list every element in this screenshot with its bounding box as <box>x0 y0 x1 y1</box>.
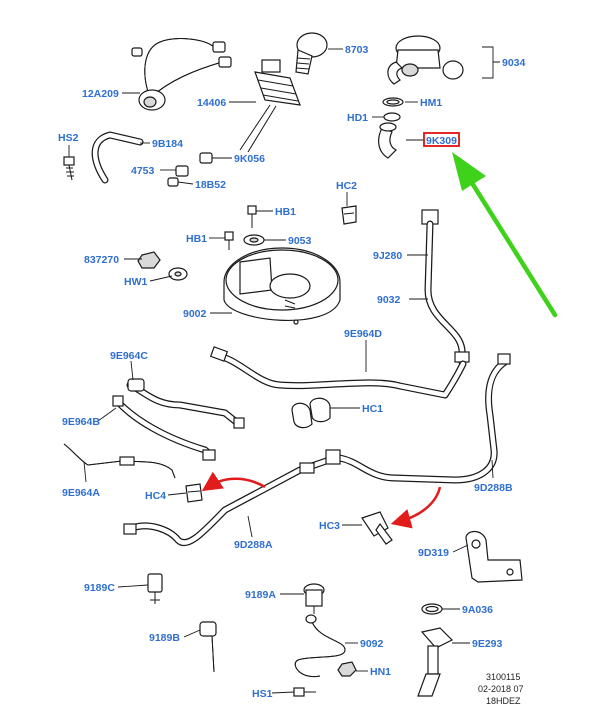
label-9e964d: 9E964D <box>344 328 382 340</box>
part-hc2-clip <box>341 205 357 225</box>
label-hn1: HN1 <box>370 666 391 678</box>
label-hd1: HD1 <box>347 112 368 124</box>
label-9e293: 9E293 <box>472 638 503 650</box>
part-hn1-nut <box>337 661 357 677</box>
red-move-arrow-left <box>201 471 266 492</box>
label-9d288b: 9D288B <box>474 482 513 494</box>
part-hc4-clip <box>185 483 203 503</box>
part-9189b-sensor <box>199 621 217 673</box>
label-hm1: HM1 <box>420 97 442 109</box>
label-837270: 837270 <box>84 254 119 266</box>
part-9e964d-line <box>209 346 467 399</box>
part-9e293-module <box>417 627 454 697</box>
highlight-box-9k309 <box>423 132 460 147</box>
label-hc1: HC1 <box>362 403 383 415</box>
label-9189c: 9189C <box>84 582 115 594</box>
label-9d319: 9D319 <box>418 547 449 559</box>
label-9k056: 9K056 <box>234 153 265 165</box>
part-hm1-ring <box>382 97 404 107</box>
label-9034: 9034 <box>502 57 526 69</box>
label-9002: 9002 <box>183 308 207 320</box>
label-18b52: 18B52 <box>195 179 226 191</box>
part-9d288b-pipe <box>336 353 511 484</box>
label-9092: 9092 <box>360 638 384 650</box>
part-9189c-sensor <box>147 573 163 604</box>
label-hs2: HS2 <box>58 132 79 144</box>
label-14406: 14406 <box>197 97 226 109</box>
label-hc2: HC2 <box>336 180 357 192</box>
part-14406-harness <box>239 59 301 153</box>
reference-line-3: 18HDEZ <box>486 696 521 705</box>
part-837270-nut <box>137 251 161 269</box>
reference-line-2: 02-2018 07 <box>478 684 524 694</box>
part-hc1-clip <box>291 397 331 429</box>
label-hw1: HW1 <box>124 276 147 288</box>
part-9a036-ring <box>421 603 443 615</box>
part-9e964c-hose <box>126 378 245 429</box>
label-4753: 4753 <box>131 165 155 177</box>
label-hc3: HC3 <box>319 520 340 532</box>
leader-lines <box>68 46 500 694</box>
label-9j280: 9J280 <box>373 250 402 262</box>
part-9k309-elbow <box>378 122 398 159</box>
part-9e964a-pipe <box>63 443 176 479</box>
part-hd1-clip <box>383 112 401 122</box>
part-hw1-washer <box>168 267 188 281</box>
label-hb1-bottom: HB1 <box>186 233 207 245</box>
part-9034-valve <box>387 35 464 85</box>
reference-block: 3100115 02-2018 07 18HDEZ <box>478 672 524 705</box>
part-9092-lead <box>294 614 346 678</box>
label-9e964a: 9E964A <box>62 487 100 499</box>
label-9032: 9032 <box>377 294 401 306</box>
part-hs1-screw <box>293 687 316 697</box>
part-9053-washer <box>243 234 265 246</box>
part-labels: 12A209 8703 9034 14406 HM1 HD1 HS2 9B184… <box>58 44 526 700</box>
label-9e964c: 9E964C <box>110 350 148 362</box>
part-9d319-bracket <box>465 530 523 583</box>
part-hs2-screw <box>63 156 75 181</box>
label-hs1: HS1 <box>252 688 273 700</box>
green-pointer-arrow <box>452 152 558 318</box>
label-9189a: 9189A <box>245 589 276 601</box>
label-9189b: 9189B <box>149 632 180 644</box>
part-9189a-sensor <box>303 583 325 614</box>
part-9d288a-pipe <box>123 449 341 547</box>
red-move-arrow-right <box>390 486 442 529</box>
part-hb1-bolt <box>224 205 257 250</box>
label-9e964b: 9E964B <box>62 416 100 428</box>
part-9k056-fitting <box>199 152 213 164</box>
label-12a209: 12A209 <box>82 88 119 100</box>
part-9002-tank <box>223 247 341 325</box>
label-hb1-top: HB1 <box>275 206 296 218</box>
part-4753-fitting <box>167 165 189 187</box>
label-9b184: 9B184 <box>152 138 183 150</box>
label-9a036: 9A036 <box>462 604 493 616</box>
part-9e964b-hose <box>112 395 216 461</box>
part-8703-hose <box>295 32 328 75</box>
part-9j280-line <box>421 209 470 366</box>
reference-line-1: 3100115 <box>486 672 520 682</box>
part-hc3-clip <box>361 511 393 545</box>
part-12a209-sender <box>131 38 232 111</box>
part-9b184-hose <box>91 131 144 184</box>
label-9d288a: 9D288A <box>234 539 273 551</box>
label-9053: 9053 <box>288 235 312 247</box>
label-8703: 8703 <box>345 44 369 56</box>
label-9k309: 9K309 <box>426 135 457 147</box>
label-hc4: HC4 <box>145 490 166 502</box>
